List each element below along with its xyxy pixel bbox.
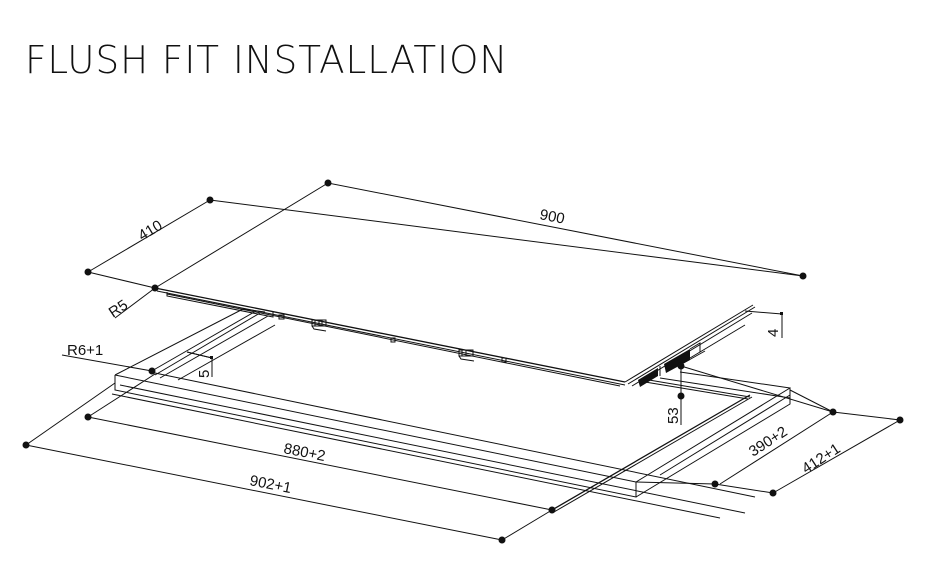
dimension-cutout-outer-width: 902+1 xyxy=(22,382,553,544)
unit-height-label: 53 xyxy=(665,407,682,424)
cutout-outer-width-label: 902+1 xyxy=(248,472,293,497)
dimension-hob-thickness: 4 xyxy=(744,310,783,338)
cutout-outer-depth-label: 412+1 xyxy=(799,440,844,477)
cutout-inner-width-label: 880+2 xyxy=(282,440,327,465)
worktop xyxy=(111,308,834,519)
hob-depth-label: 410 xyxy=(135,217,165,244)
page-title: FLUSH FIT INSTALLATION xyxy=(25,38,509,82)
hob-radius-label: R5 xyxy=(106,296,131,321)
hob-plate xyxy=(87,182,804,387)
cutout-inner-depth-label: 390+2 xyxy=(746,423,791,460)
hob-width-label: 900 xyxy=(538,206,566,227)
dimension-hob-radius: R5 xyxy=(106,287,156,321)
hob-underside-details xyxy=(278,314,507,363)
hob-control-unit xyxy=(638,324,746,387)
cutout-radius-label: R6+1 xyxy=(67,342,103,359)
dimension-hob-depth: 410 xyxy=(84,196,804,277)
dimension-hob-width: 900 xyxy=(151,179,807,292)
hob-thickness-label: 4 xyxy=(765,329,782,337)
dimension-rebate-depth: 5 xyxy=(186,351,213,378)
dimension-cutout-inner-width: 880+2 xyxy=(84,373,556,514)
dimension-cutout-outer-depth: 412+1 xyxy=(714,411,904,497)
dimension-unit-height: 53 xyxy=(665,362,834,425)
rebate-depth-label: 5 xyxy=(196,370,213,378)
dimension-cutout-radius: R6+1 xyxy=(61,342,156,375)
